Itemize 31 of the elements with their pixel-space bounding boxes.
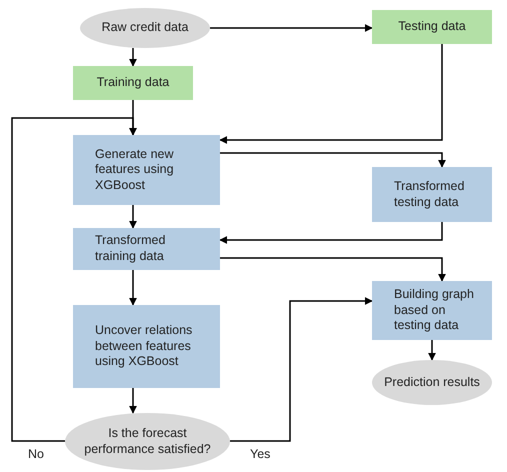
data-box — [73, 66, 193, 100]
node-label: Raw credit data — [102, 20, 188, 36]
arrow — [219, 222, 443, 244]
edge-label: No — [26, 447, 46, 461]
process-box — [372, 167, 492, 222]
arrow — [129, 270, 137, 306]
arrow — [220, 257, 446, 282]
node-label: Training data — [96, 75, 170, 91]
node-label: Transformed testing data — [394, 178, 466, 210]
node-label: Transformed training data — [95, 233, 166, 265]
node-label: Prediction results — [384, 374, 480, 390]
arrow — [219, 44, 443, 144]
arrow — [210, 24, 373, 32]
process-box — [372, 281, 492, 340]
arrow — [220, 152, 446, 168]
edge-label: Yes — [248, 447, 272, 461]
arrow — [129, 48, 137, 67]
node-label: Uncover relations between features using XGBoost — [95, 323, 194, 370]
node-label: Building graph based on testing data — [394, 287, 475, 334]
arrow — [230, 297, 373, 442]
arrow — [11, 117, 137, 442]
data-box — [372, 10, 492, 44]
node-label: Generate new features using XGBoost — [95, 146, 175, 194]
node-label: Testing data — [398, 19, 466, 35]
arrow — [129, 205, 137, 229]
process-box — [73, 305, 220, 388]
process-box — [73, 228, 220, 270]
arrow — [428, 340, 436, 361]
process-box — [73, 135, 220, 205]
node-label: Is the forecast performance satisfied? — [83, 426, 212, 458]
arrow — [129, 388, 137, 414]
